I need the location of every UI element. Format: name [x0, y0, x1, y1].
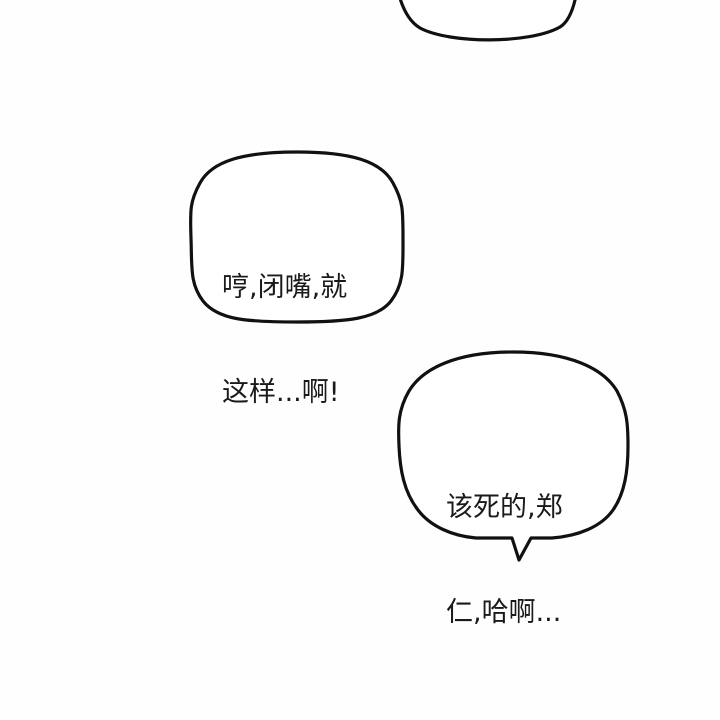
- bubble-one-line-1: 哼,闭嘴,就: [222, 272, 348, 304]
- bubble-two-line-2: 仁,哈啊...: [446, 597, 562, 629]
- bubble-one: [188, 150, 405, 324]
- bubble-two-line-1: 该死的,郑: [446, 492, 563, 524]
- bubble-top-partial-outline: [399, 0, 577, 42]
- bubble-two-text: 该死的,郑 仁,哈啊...: [446, 420, 606, 701]
- bubble-one-line-2: 这样...啊!: [222, 377, 340, 409]
- bubble-one-text: 哼,闭嘴,就 这样...啊!: [222, 200, 382, 481]
- bubble-top-partial: [399, 0, 577, 42]
- bubble-two: [396, 350, 630, 562]
- bubble-two-outline: [396, 350, 630, 562]
- bubble-one-outline: [188, 150, 405, 324]
